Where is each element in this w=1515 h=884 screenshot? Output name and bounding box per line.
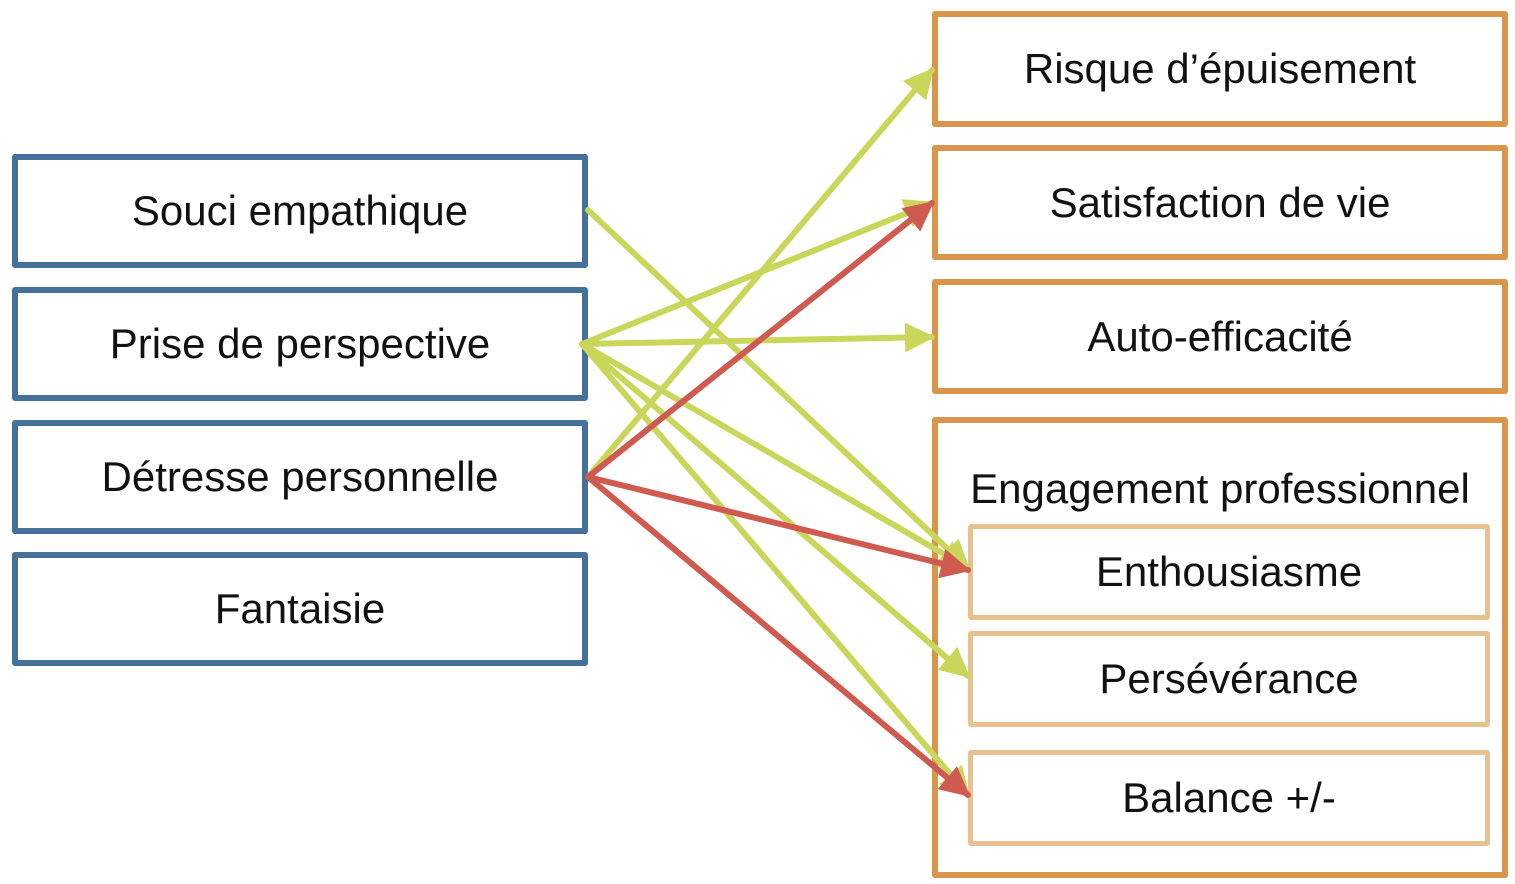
satisfaction-de-vie-label: Satisfaction de vie [1049, 178, 1391, 226]
prise-de-perspective-label: Prise de perspective [109, 320, 491, 367]
enthousiasme-label: Enthousiasme [1095, 548, 1363, 595]
box-perseverance: Persévérance [968, 631, 1490, 727]
fantaisie-label: Fantaisie [214, 585, 386, 632]
arrow-detresse-to-balance [585, 474, 971, 798]
auto-efficacite-label: Auto-efficacité [1087, 312, 1353, 360]
risque-epuisement-label: Risque d’épuisement [1023, 45, 1417, 92]
box-auto-efficacite: Auto-efficacité [932, 279, 1508, 394]
perseverance-label: Persévérance [1099, 655, 1359, 702]
arrow-perspective-to-enthousiasme [579, 341, 971, 571]
box-detresse-personnelle: Détresse personnelle [12, 420, 588, 534]
arrow-detresse-to-enthousiasme [585, 474, 971, 579]
box-enthousiasme: Enthousiasme [968, 524, 1490, 620]
box-risque-epuisement: Risque d’épuisement [932, 11, 1508, 127]
box-fantaisie: Fantaisie [12, 552, 588, 666]
box-souci-empathique: Souci empathique [12, 154, 588, 268]
box-prise-de-perspective: Prise de perspective [12, 287, 588, 401]
balance-label: Balance +/- [1122, 774, 1336, 821]
arrow-detresse-to-risque [585, 67, 935, 480]
arrow-souci-to-enthousiasme [585, 207, 971, 571]
engagement-professionnel-title: Engagement professionnel [970, 465, 1470, 512]
souci-empathique-label: Souci empathique [131, 187, 469, 234]
box-balance: Balance +/- [968, 750, 1490, 846]
arrow-perspective-to-balance [579, 341, 971, 798]
detresse-personnelle-label: Détresse personnelle [101, 453, 499, 500]
arrow-perspective-to-perseverance [579, 341, 971, 679]
box-satisfaction-de-vie: Satisfaction de vie [932, 145, 1508, 260]
arrow-detresse-to-satisfaction [585, 200, 935, 480]
